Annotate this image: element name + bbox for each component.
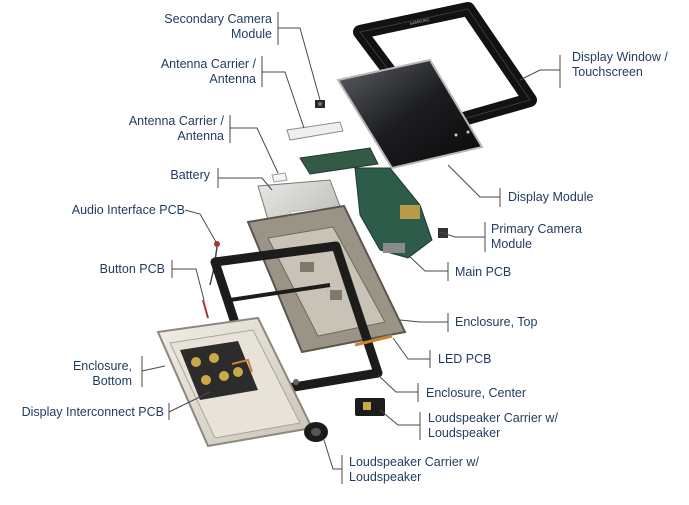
secondary-camera-part	[315, 100, 325, 108]
label-loudspeaker-carrier-1: Loudspeaker Carrier w/Loudspeaker	[428, 411, 558, 440]
led-pcb-part	[354, 334, 393, 347]
label-main-pcb: Main PCB	[455, 265, 512, 279]
svg-text:SAMSUNG: SAMSUNG	[409, 17, 430, 26]
label-enclosure-bottom: Enclosure,Bottom	[72, 359, 132, 388]
label-loudspeaker-carrier-2: Loudspeaker Carrier w/Loudspeaker	[349, 455, 479, 484]
label-display-window-touchscreen: Display Window /Touchscreen	[572, 50, 668, 79]
label-enclosure-top: Enclosure, Top	[455, 315, 538, 329]
label-antenna-carrier-2: Antenna Carrier /Antenna	[128, 114, 224, 143]
enclosure-bottom-part	[156, 316, 314, 448]
label-antenna-carrier-1: Antenna Carrier /Antenna	[160, 57, 256, 86]
display-module-part	[336, 45, 484, 170]
label-button-pcb: Button PCB	[99, 262, 165, 276]
label-battery: Battery	[170, 168, 210, 182]
label-audio-interface-pcb: Audio Interface PCB	[71, 203, 185, 217]
label-enclosure-center: Enclosure, Center	[426, 386, 527, 400]
loudspeaker-parts	[304, 398, 385, 442]
label-display-module: Display Module	[508, 190, 594, 204]
label-display-interconnect-pcb: Display Interconnect PCB	[21, 405, 164, 419]
label-led-pcb: LED PCB	[438, 352, 492, 366]
antenna-carrier-parts	[271, 121, 344, 183]
button-pcb-part	[202, 299, 209, 319]
leader-lines	[141, 12, 561, 484]
